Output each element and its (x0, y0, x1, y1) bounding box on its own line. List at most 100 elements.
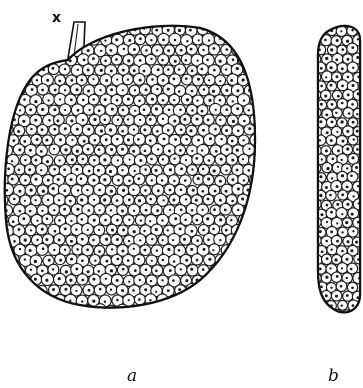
cell-nucleus (253, 79, 256, 82)
cell-nucleus (139, 19, 142, 22)
cell-nucleus (6, 310, 9, 313)
cell-nucleus (207, 238, 210, 241)
cell-nucleus (52, 187, 55, 190)
cell-nucleus (53, 148, 55, 150)
cell-nucleus (185, 59, 188, 62)
cell (250, 194, 261, 205)
cell-nucleus (122, 268, 125, 271)
cell-nucleus (190, 248, 193, 251)
cell-nucleus (173, 180, 175, 182)
cell-nucleus (208, 99, 211, 102)
cell-nucleus (76, 150, 79, 153)
cell-nucleus (249, 50, 251, 52)
cell-nucleus (345, 221, 348, 224)
cell-nucleus (321, 213, 324, 216)
cell-nucleus (225, 308, 228, 311)
cell-nucleus (202, 229, 205, 232)
cell-nucleus (145, 49, 148, 52)
cell (238, 234, 249, 245)
cell-nucleus (127, 98, 130, 101)
cell-nucleus (76, 208, 79, 211)
cell-nucleus (191, 150, 193, 152)
cell-nucleus (121, 169, 123, 171)
cell-nucleus (248, 127, 251, 130)
cell-nucleus (248, 289, 250, 291)
cell (59, 25, 71, 37)
cell-nucleus (87, 229, 89, 231)
cell-nucleus (314, 202, 317, 205)
cell-nucleus (83, 140, 86, 143)
cell-nucleus (314, 239, 317, 242)
cell-nucleus (319, 230, 322, 233)
cell-nucleus (157, 189, 160, 192)
cell-nucleus (121, 289, 124, 292)
cell (248, 15, 260, 27)
cell-nucleus (139, 37, 142, 40)
cell-nucleus (242, 40, 245, 43)
cell-nucleus (42, 247, 45, 250)
cell-nucleus (29, 108, 32, 111)
cell-nucleus (24, 79, 27, 82)
cell-nucleus (219, 99, 222, 102)
cell-nucleus (6, 88, 9, 91)
cell-nucleus (157, 148, 159, 150)
cell-nucleus (247, 248, 250, 251)
cell-nucleus (162, 239, 164, 241)
cell-nucleus (167, 88, 170, 91)
cell-nucleus (330, 66, 333, 69)
cell-nucleus (324, 39, 327, 42)
cell (31, 294, 43, 306)
cell-nucleus (352, 84, 355, 87)
cell-nucleus (334, 258, 337, 261)
cell (48, 45, 60, 57)
cell-nucleus (116, 99, 119, 102)
cell (311, 217, 321, 227)
cell-nucleus (53, 128, 56, 131)
cell-nucleus (230, 79, 233, 82)
cell-nucleus (352, 304, 355, 307)
cell-nucleus (145, 268, 148, 271)
cell (210, 284, 221, 295)
cell-nucleus (139, 119, 141, 121)
cell-nucleus (191, 90, 194, 93)
cell-nucleus (167, 29, 170, 32)
cell-nucleus (149, 139, 152, 142)
cell-nucleus (321, 158, 323, 160)
cell-nucleus (163, 199, 165, 201)
cell-nucleus (36, 138, 39, 141)
cell-nucleus (315, 20, 318, 23)
cell-nucleus (236, 89, 239, 92)
cell-nucleus (225, 169, 227, 171)
cell-nucleus (191, 308, 194, 311)
cell-nucleus (185, 159, 187, 161)
cell-nucleus (127, 138, 130, 141)
cell-nucleus (326, 204, 329, 207)
cell-nucleus (236, 67, 239, 70)
cell-nucleus (162, 259, 164, 261)
cell-nucleus (18, 88, 20, 90)
cell-nucleus (341, 102, 344, 105)
cell-nucleus (243, 58, 246, 61)
cell-nucleus (70, 240, 73, 243)
cell (226, 274, 238, 286)
cell-nucleus (325, 57, 328, 60)
cell-nucleus (24, 200, 26, 202)
cell-nucleus (117, 119, 119, 121)
cell (60, 304, 72, 316)
cell (145, 14, 157, 26)
cell (19, 35, 31, 47)
cell-nucleus (236, 249, 238, 251)
cell-nucleus (346, 20, 349, 23)
cell-nucleus (320, 67, 323, 70)
cell-nucleus (104, 118, 107, 121)
cell-nucleus (1, 159, 4, 162)
cell-grid-a (0, 14, 262, 317)
cell-nucleus (133, 210, 135, 212)
cell-nucleus (54, 89, 57, 92)
cell-nucleus (81, 259, 84, 262)
cell (239, 294, 250, 305)
cell-nucleus (18, 190, 21, 193)
cell-nucleus (213, 69, 216, 72)
cell-nucleus (248, 29, 251, 32)
cell (54, 34, 66, 46)
